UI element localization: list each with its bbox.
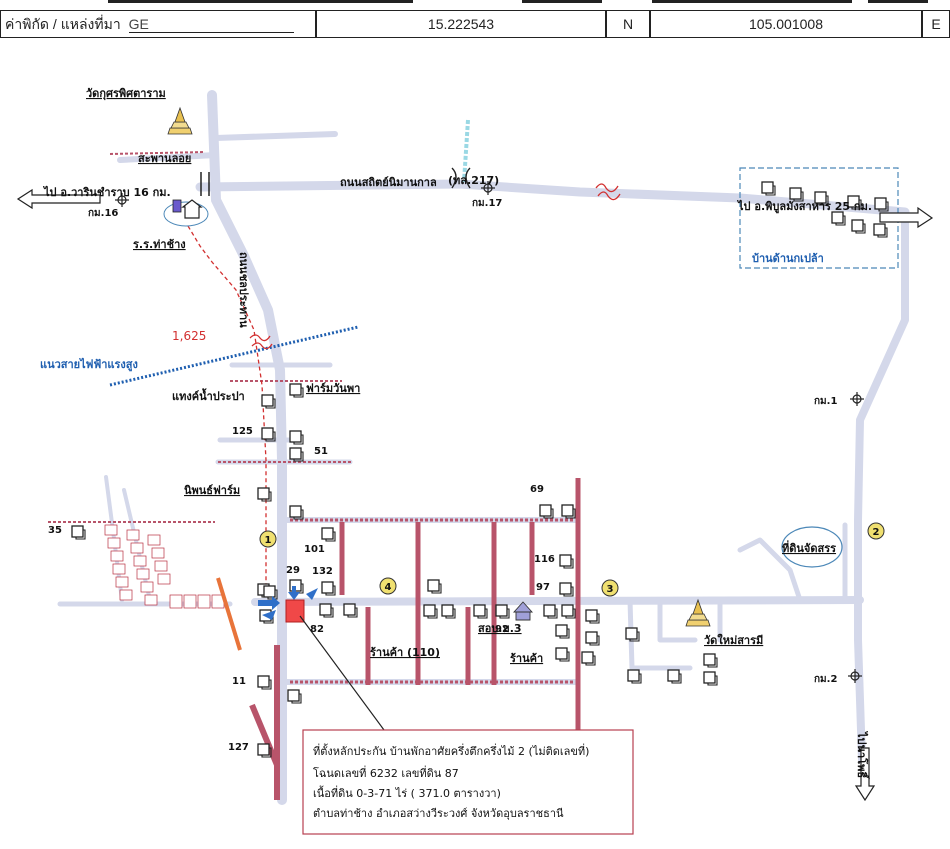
top-road — [213, 131, 338, 141]
health-center-label: สอบ.ม.3 — [478, 622, 522, 635]
top-rule — [108, 0, 413, 3]
location-map: 1 2 3 4 ที่ตั้งหลักประกัน บ้านพักอาศัยคร… — [16, 87, 934, 835]
latitude-value: 15.222543 — [316, 10, 606, 38]
soi-lanes — [48, 151, 581, 800]
east-road — [854, 208, 909, 764]
shop-110-label: ร้านค้า (110) — [370, 646, 440, 659]
marker-4: 4 — [379, 577, 397, 595]
source-value: GE — [128, 16, 294, 33]
top-rule — [868, 0, 928, 3]
marker-1-label: 1 — [265, 535, 272, 546]
highway-217 — [195, 179, 910, 217]
latitude-direction: N — [606, 10, 650, 38]
power-line-label: แนวสายไฟฟ้าแรงสูง — [40, 357, 138, 372]
temple-new-label: วัดใหม่สารมี — [704, 633, 763, 647]
lane — [627, 597, 693, 671]
highway-shield-icon — [451, 167, 471, 189]
km16-label: กม.16 — [88, 208, 118, 219]
farm-nipon-label: นิพนธ์ฟาร์ม — [184, 484, 240, 497]
land-subdivision — [104, 524, 225, 609]
longitude-value: 105.001008 — [650, 10, 922, 38]
village-road — [251, 596, 864, 606]
village-ne-label: บ้านด้านกเปล้า — [752, 252, 824, 265]
coordinate-label: ค่าพิกัด / แหล่งที่มา — [5, 16, 121, 32]
house-number-116: 116 — [534, 554, 555, 565]
top-rule — [522, 0, 602, 3]
distance-line — [187, 225, 267, 590]
allocated-land-label: ที่ดินจัดสรร — [782, 540, 836, 555]
shop-label: ร้านค้า — [510, 652, 543, 665]
road-code-label: (ทล.217) — [448, 174, 499, 187]
marker-3: 3 — [601, 579, 619, 597]
km17-label: กม.17 — [472, 198, 502, 209]
view-arrows — [258, 586, 318, 620]
house-number-132: 132 — [312, 566, 333, 577]
house-number-29: 29 — [286, 565, 300, 576]
soi-lane — [249, 703, 280, 767]
marker-2-label: 2 — [873, 527, 880, 538]
arrow-down-icon — [854, 747, 876, 802]
property-location — [285, 599, 305, 623]
farm-wanpa-label: ฟาร์มวันพา — [306, 382, 360, 395]
house-number-97: 97 — [536, 582, 550, 593]
marker-2: 2 — [867, 522, 885, 540]
water-tank-label: แทงค์น้ำประปา — [172, 388, 245, 403]
note-line-2: โฉนดเลขที่ 6232 เลขที่ดิน 87 — [313, 765, 459, 780]
to-phibun-label: ไป อ.พิบูลมังสาหาร 25 กม. — [736, 199, 872, 214]
lane — [657, 597, 698, 643]
road-break — [249, 183, 621, 350]
km-post-icon — [849, 391, 865, 407]
arrow-left-icon — [16, 188, 101, 210]
longitude-direction: E — [922, 10, 950, 38]
top-rule — [652, 0, 852, 3]
temple-road — [117, 152, 219, 163]
irrigation-road-label: ถนนชลประทาน — [237, 252, 250, 328]
irrigation-road — [207, 90, 287, 805]
km1-label: กม.1 — [814, 396, 837, 407]
marker-4-label: 4 — [385, 582, 392, 593]
school-icon — [163, 199, 209, 227]
note-line-3: เนื้อที่ดิน 0-3-71 ไร่ ( 371.0 ตารางวา) — [313, 785, 501, 800]
houses — [71, 383, 718, 758]
temple-icon — [167, 107, 193, 135]
house-number-51: 51 — [314, 446, 328, 457]
canal — [216, 577, 242, 651]
note-line-1: ที่ตั้งหลักประกัน บ้านพักอาศัยครึ่งตึกคร… — [313, 743, 589, 758]
pointer-line — [299, 615, 385, 731]
house-number-82: 82 — [310, 624, 324, 635]
bridge-label: สะพานลอย — [138, 152, 191, 165]
stream — [462, 119, 470, 183]
house-number-101: 101 — [304, 544, 325, 555]
house-number-35: 35 — [48, 525, 62, 536]
power-line — [109, 325, 359, 387]
property-note-box — [302, 729, 634, 835]
lane — [737, 537, 803, 603]
soi-lane — [109, 151, 206, 155]
house-number-92: 92 — [495, 624, 509, 635]
house-number-11: 11 — [232, 676, 246, 687]
main-road-label: ถนนสถิตย์นิมานกาล — [340, 176, 437, 189]
to-south-label: ไปนาโพธิ์ — [855, 730, 870, 780]
source-cell: ค่าพิกัด / แหล่งที่มา GE — [0, 10, 316, 38]
coordinate-header: ค่าพิกัด / แหล่งที่มา GE 15.222543 N 105… — [0, 0, 950, 48]
arrow-right-icon — [879, 206, 934, 229]
house-number-127: 127 — [228, 742, 249, 753]
bridge-icon — [200, 172, 210, 196]
allocated-land-boundary — [781, 526, 843, 568]
km2-label: กม.2 — [814, 674, 837, 685]
school-label: ร.ร.ท่าช้าง — [133, 238, 186, 251]
note-line-4: ตำบลท่าช้าง อำเภอสว่างวีระวงศ์ จังหวัดอุ… — [313, 807, 564, 820]
marker-1: 1 — [259, 530, 277, 548]
distance-label: 1,625 — [172, 329, 206, 343]
house-number-125: 125 — [232, 426, 253, 437]
to-warin-label: ไป อ.วารินชำราบ 16 กม. — [42, 185, 171, 199]
health-center-icon — [512, 601, 534, 621]
marker-3-label: 3 — [607, 584, 614, 595]
temple-top-label: วัดกุศรพิศตาราม — [86, 87, 166, 101]
house-number-69: 69 — [530, 484, 544, 495]
